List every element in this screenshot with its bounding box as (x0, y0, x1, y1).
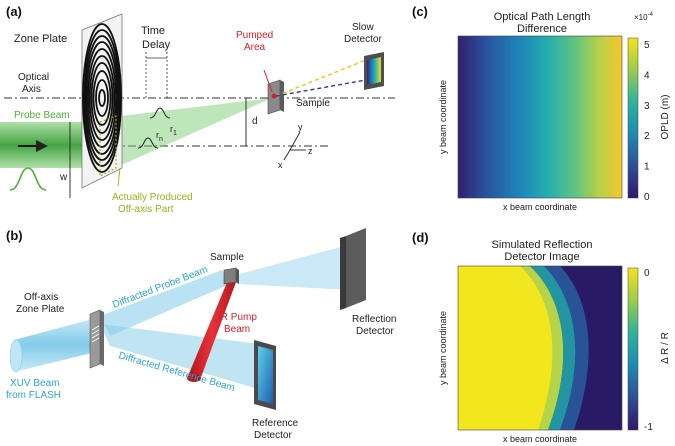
reflection-cbar-tick-1: -1 (644, 422, 653, 433)
opld-cbar-tick-0: 5 (644, 40, 650, 51)
opld-frame (457, 35, 623, 199)
actually-produced-label-1: Actually Produced (112, 192, 193, 203)
xuv-label-2: from FLASH (6, 390, 61, 401)
reference-detector-label-1: Reference (252, 418, 299, 429)
ir-pump-beam-end (187, 374, 201, 382)
reflection-cbar-label: Δ R / R (660, 332, 671, 364)
probe-beam-label: Probe Beam (14, 110, 70, 121)
opld-colorbar (627, 37, 639, 199)
reflection-colorbar (627, 267, 639, 431)
panel-d-ylabel: y beam coordinate (438, 311, 448, 385)
opld-image (458, 36, 622, 198)
opld-cbar-label: OPLD (m) (660, 95, 671, 140)
rn-label: rn (156, 130, 163, 143)
slow-detector-label-1: Slow (352, 22, 374, 33)
opld-cbar-tick-2: 3 (644, 101, 650, 112)
offaxis-label-1: Off-axis (24, 292, 58, 303)
sample-b-label: Sample (210, 252, 244, 263)
panel-d-title-2: Detector Image (504, 251, 579, 263)
sample-label: Sample (296, 98, 330, 109)
zone-plate-label: Zone Plate (14, 33, 67, 45)
offaxis-zone-plate-icon (89, 309, 104, 369)
panel-c-title-1: Optical Path Length (494, 11, 591, 23)
time-delay-label-1: Time (141, 25, 165, 37)
panel-c-ylabel: y beam coordinate (438, 80, 448, 154)
reflection-frame (457, 265, 623, 431)
focus-cone (104, 98, 272, 170)
coordinate-axes-icon (283, 131, 306, 161)
opld-cbar-tick-3: 2 (644, 131, 650, 142)
slow-detector-icon (364, 52, 384, 90)
panel-c: (c) Optical Path Length Difference y bea… (412, 4, 671, 212)
w-label: w (59, 172, 68, 183)
optical-axis-label-1: Optical (18, 72, 49, 83)
offaxis-pointer (117, 167, 121, 187)
panel-a-label: (a) (6, 4, 22, 19)
opld-cbar-tick-1: 4 (644, 70, 650, 81)
panel-c-title-2: Difference (517, 23, 567, 35)
reference-detector-label-2: Detector (254, 430, 292, 441)
opld-colorbar-ticks: 5 4 3 2 1 0 (644, 40, 650, 203)
xuv-beam (14, 318, 96, 372)
reflected-beam-yellow (275, 59, 367, 97)
ir-pump-beam (188, 280, 236, 380)
reflection-colorbar-ticks: 0 -1 (644, 268, 653, 433)
panel-a: (a) Zone Plate Optical Axis Probe Beam (0, 4, 395, 215)
slow-detector-label-2: Detector (344, 34, 382, 45)
panel-b: (b) XUV Beam from FLASH IR Pump Beam (6, 228, 396, 441)
pumped-area-pointer (263, 69, 273, 93)
opld-exponent: ×10-4 (634, 12, 654, 22)
offaxis-label-2: Zone Plate (16, 304, 65, 315)
pulse-n-icon (137, 137, 159, 149)
axis-y-label: y (298, 122, 303, 132)
reflection-detector-icon (340, 228, 366, 310)
zone-plate-icon (81, 13, 123, 189)
panel-d-label: (d) (412, 230, 429, 245)
gaussian-profile-icon (9, 167, 47, 191)
panel-c-xlabel: x beam coordinate (503, 202, 577, 212)
d-label: d (252, 116, 258, 127)
time-delay-label-2: Delay (142, 39, 171, 51)
actually-produced-label-2: Off-axis Part (118, 204, 174, 215)
opld-cbar-tick-4: 1 (644, 162, 650, 173)
reference-detector-icon (254, 340, 276, 410)
r1-label: r1 (170, 124, 177, 137)
axis-z-label: z (308, 146, 313, 156)
xuv-beam-face (9, 339, 23, 373)
ir-pump-label-2: Beam (224, 324, 250, 335)
diffracted-probe-beam (100, 270, 230, 336)
pumped-area-label-2: Area (244, 42, 266, 53)
reflection-detector-label-1: Reflection (352, 314, 396, 325)
panel-c-label: (c) (412, 4, 428, 19)
reflected-beam-blue (275, 79, 367, 97)
panel-d-xlabel: x beam coordinate (503, 434, 577, 444)
optical-axis-label-2: Axis (22, 84, 41, 95)
sample-b-icon (223, 267, 239, 285)
xuv-label-1: XUV Beam (10, 378, 59, 389)
panel-d: (d) Simulated Reflection Detector Image … (412, 230, 671, 444)
sample-icon (267, 79, 284, 115)
reflection-detector-label-2: Detector (356, 326, 394, 337)
diffracted-reference-beam (100, 324, 262, 390)
axis-x-label: x (278, 160, 283, 170)
reflection-cbar-tick-0: 0 (644, 268, 650, 279)
opld-cbar-tick-5: 0 (644, 192, 650, 203)
pumped-area-label-1: Pumped (236, 30, 273, 41)
reflection-image (458, 266, 622, 430)
reflected-beam (232, 244, 352, 290)
panel-b-label: (b) (6, 228, 23, 243)
ir-pump-label-1: IR Pump (218, 312, 257, 323)
panel-d-title-1: Simulated Reflection (492, 239, 593, 251)
pulse-1-icon (149, 107, 171, 119)
